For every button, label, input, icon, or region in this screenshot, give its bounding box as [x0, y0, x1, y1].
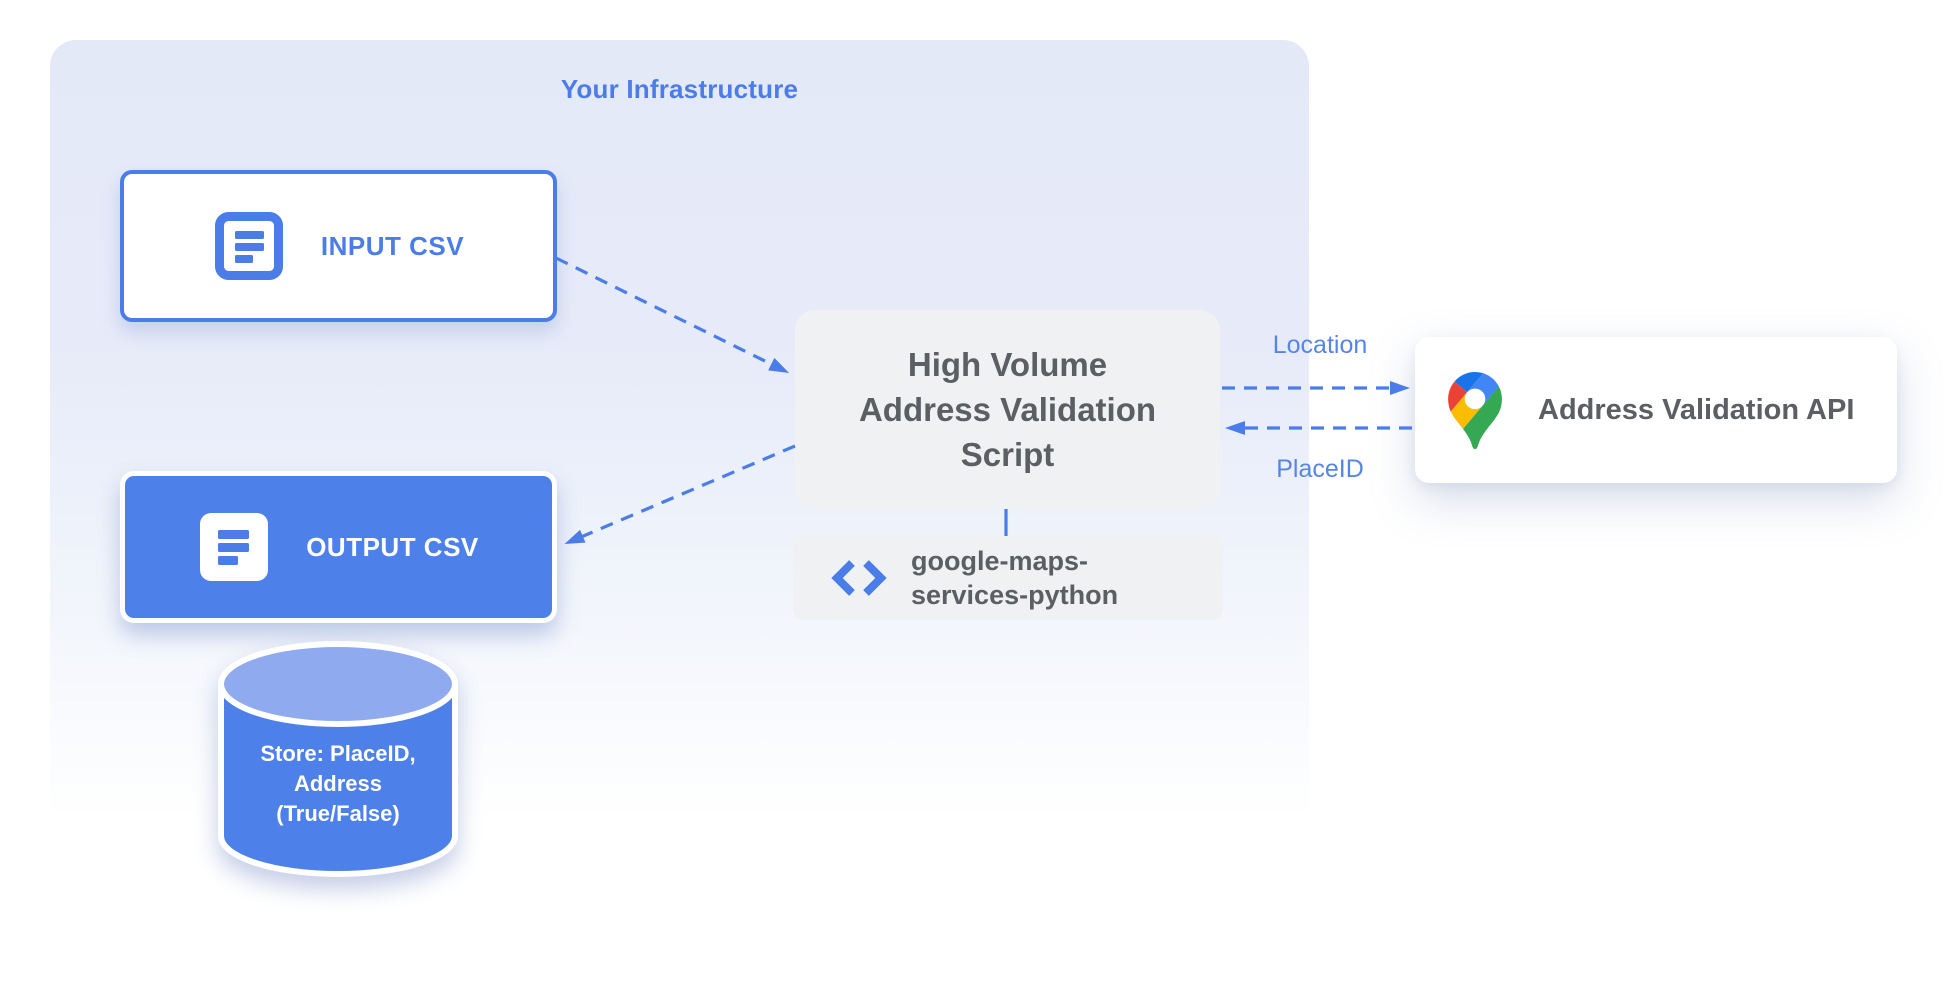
datastore-label: Store: PlaceID, Address (True/False) — [260, 741, 416, 826]
output-csv-label: OUTPUT CSV — [306, 531, 479, 562]
node-input-csv: INPUT CSV — [120, 170, 557, 322]
edge-label-placeid: PlaceID — [1276, 455, 1364, 483]
database-cylinder-icon — [218, 641, 458, 877]
edge-label-location: Location — [1272, 331, 1368, 359]
library-label: google-maps- services-python — [911, 546, 1119, 610]
node-output-csv: OUTPUT CSV — [120, 471, 557, 623]
input-csv-label: INPUT CSV — [320, 230, 465, 261]
infrastructure-title: Your Infrastructure — [560, 74, 799, 104]
node-datastore: Store: PlaceID, Address (True/False) — [216, 636, 460, 892]
script-line: Address Validation — [858, 390, 1157, 428]
code-brackets-icon — [831, 560, 887, 596]
google-maps-pin-icon — [1448, 371, 1502, 449]
node-address-validation-api: Address Validation API — [1415, 337, 1897, 483]
script-line: Script — [960, 435, 1055, 473]
node-validation-script: High Volume Address Validation Script — [795, 310, 1220, 508]
api-label: Address Validation API — [1538, 393, 1855, 426]
node-library: google-maps- services-python — [793, 536, 1223, 620]
script-line: High Volume — [907, 345, 1108, 383]
document-icon — [200, 513, 269, 581]
document-icon — [214, 212, 283, 280]
